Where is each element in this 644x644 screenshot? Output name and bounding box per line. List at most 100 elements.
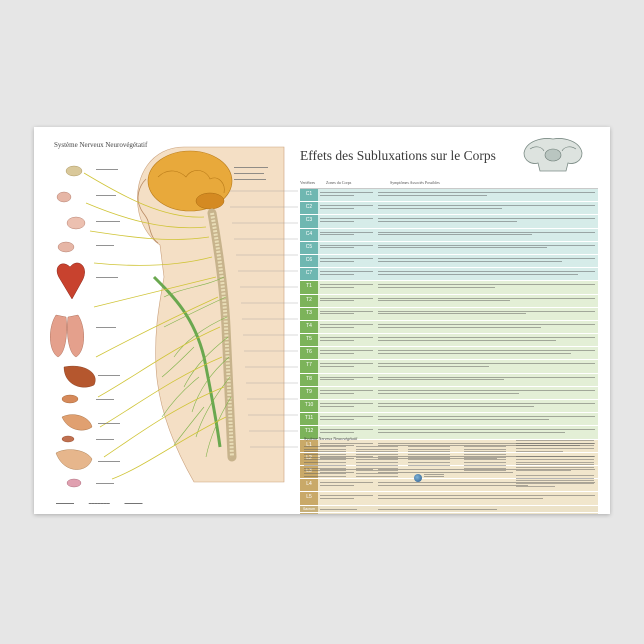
symptoms-cell <box>376 439 598 452</box>
nerve-branches-yellow <box>83 172 227 480</box>
vertebra-label: T8 <box>300 373 318 386</box>
zones-cell <box>318 294 376 307</box>
fine-print-col-1 <box>304 446 346 478</box>
nervous-system-figure <box>50 146 298 488</box>
symptoms-cell <box>376 452 598 465</box>
table-row: T12 <box>300 426 598 440</box>
symptoms-cell <box>376 254 598 268</box>
zones-cell <box>318 347 376 360</box>
zones-cell <box>318 413 376 426</box>
symptoms-cell <box>376 241 598 254</box>
table-row: Sacrum <box>300 505 598 514</box>
zones-cell <box>318 254 376 268</box>
symptoms-cell <box>376 373 598 386</box>
zones-cell <box>318 479 376 492</box>
nerve-branches-green <box>161 276 232 458</box>
fine-print-col-2 <box>356 446 398 478</box>
zones-cell <box>318 513 376 514</box>
legend-cerebrospinal: ▬▬▬▬▬▬ <box>124 501 143 505</box>
header-vertebrae: Vertèbres <box>300 180 316 185</box>
heart <box>56 262 85 300</box>
zones-cell <box>318 281 376 294</box>
symptoms-cell <box>376 465 598 479</box>
vertebra-label: L2 <box>300 452 318 465</box>
symptoms-cell <box>376 413 598 426</box>
vertebra-label: T1 <box>300 281 318 294</box>
fine-print-col-4 <box>464 446 506 473</box>
vertebrae <box>210 212 234 458</box>
vertebra-label: C4 <box>300 228 318 241</box>
table-row: C7 <box>300 268 598 282</box>
table-row: C4 <box>300 228 598 242</box>
zones-cell <box>318 439 376 452</box>
header-zones: Zones du Corps <box>326 180 352 185</box>
bottom-section: Système Nerveux Neurovégétatif <box>300 436 600 506</box>
vertebra-label: L3 <box>300 465 318 479</box>
table-row: L5 <box>300 492 598 506</box>
vertebra-label: T4 <box>300 320 318 334</box>
publisher-logo <box>414 474 422 482</box>
symptoms-cell <box>376 505 598 513</box>
vertebra-label: T10 <box>300 400 318 413</box>
vertebra-label: C5 <box>300 241 318 254</box>
table-row: T8 <box>300 373 598 387</box>
zones-cell <box>318 228 376 241</box>
poster: Système Nerveux Neurovégétatif ▬▬▬▬▬▬ ▬▬… <box>34 127 610 514</box>
table-row: L4 <box>300 479 598 493</box>
vertebra-label: Sacrum <box>300 505 318 513</box>
bladder <box>66 478 82 488</box>
symptoms-cell <box>376 320 598 334</box>
symptoms-cell <box>376 347 598 360</box>
vertebra-label: Coccyx <box>300 513 318 514</box>
symptoms-cell <box>376 513 598 514</box>
salivary-organ <box>66 216 86 230</box>
zones-cell <box>318 360 376 373</box>
organs <box>50 165 96 488</box>
lung-right <box>67 314 84 358</box>
table-row: T4 <box>300 320 598 335</box>
liver <box>63 365 96 388</box>
zones-cell <box>318 320 376 334</box>
vertebra-label: C6 <box>300 254 318 268</box>
zones-cell <box>318 400 376 413</box>
table-header: Vertèbres Zones du Corps Symptômes Assoc… <box>300 180 598 189</box>
table-row: C5 <box>300 241 598 255</box>
symptoms-cell <box>376 307 598 320</box>
vertebra-label: C3 <box>300 215 318 228</box>
table-row: T9 <box>300 386 598 400</box>
vertebra-detail <box>529 146 577 152</box>
symptoms-cell <box>376 268 598 281</box>
table-row: T3 <box>300 307 598 321</box>
zones-cell <box>318 386 376 399</box>
table-row: C1 <box>300 189 598 203</box>
header-symptoms: Symptômes Associés Possibles <box>390 180 440 185</box>
symptoms-cell <box>376 492 598 505</box>
vertebra-label: L5 <box>300 492 318 505</box>
lung-left <box>50 314 67 358</box>
vertebra-label: T12 <box>300 426 318 439</box>
table-row: T1 <box>300 281 598 295</box>
fine-print-col-3 <box>408 446 450 468</box>
symptoms-cell <box>376 479 598 492</box>
legend-parasympathetic: ▬▬▬▬▬▬▬ <box>88 501 110 505</box>
table-row: L1 <box>300 439 598 453</box>
vertebra-label: T3 <box>300 307 318 320</box>
zones-cell <box>318 426 376 439</box>
vertebra-label: T5 <box>300 334 318 347</box>
table-row: L2 <box>300 452 598 466</box>
zones-cell <box>318 241 376 254</box>
cerebellum <box>195 192 225 210</box>
bottom-subtitle: Système Nerveux Neurovégétatif <box>304 436 358 441</box>
table-row: T6 <box>300 347 598 361</box>
vertebra-label: C7 <box>300 268 318 281</box>
zones-cell <box>318 215 376 228</box>
gland-organ <box>56 191 72 203</box>
symptoms-cell <box>376 294 598 307</box>
zones-cell <box>318 334 376 347</box>
pancreas <box>61 414 93 431</box>
table-row: T7 <box>300 360 598 374</box>
sympathetic-trunk <box>152 275 222 448</box>
main-title: Effets des Subluxations sur le Corps <box>300 148 496 163</box>
vertebra-label: C2 <box>300 202 318 215</box>
